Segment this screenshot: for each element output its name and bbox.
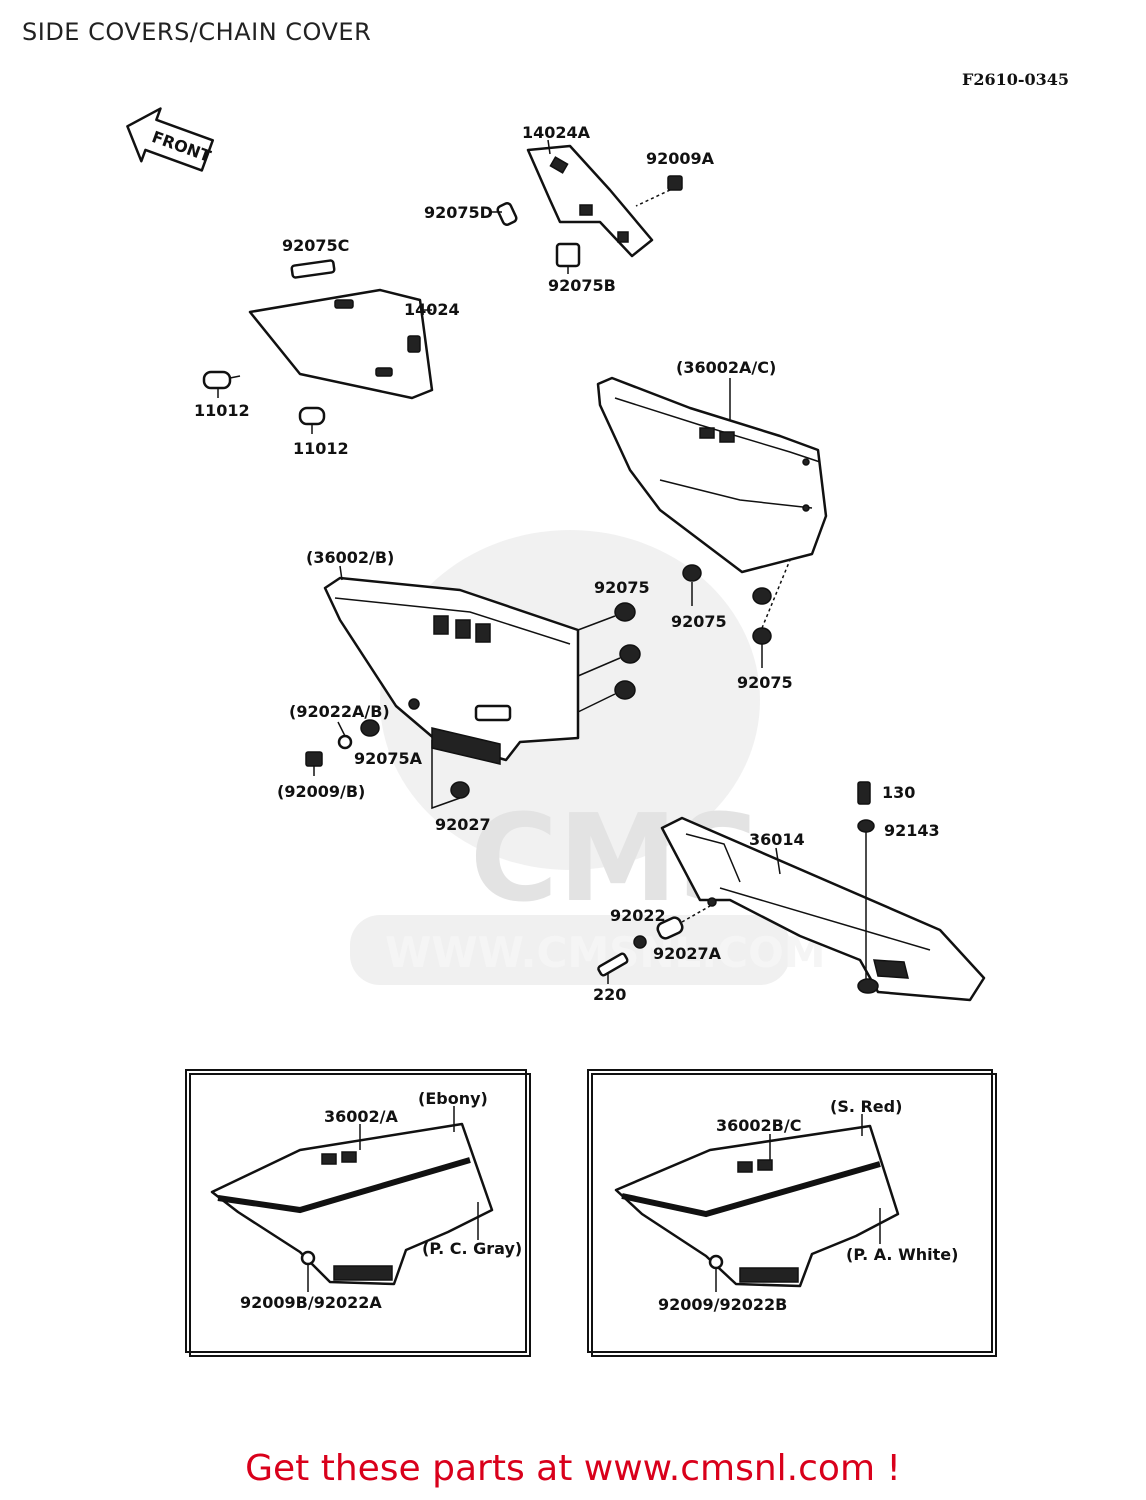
washer-92022AB — [337, 721, 353, 750]
chain-cover-36014 — [660, 816, 986, 1002]
clip-11012-a — [202, 370, 241, 398]
grommet-92075-r3 — [752, 559, 791, 668]
label-92027: 92027 — [435, 815, 491, 834]
footer-link-text[interactable]: Get these parts at www.cmsnl.com ! — [245, 1448, 901, 1489]
inset2-color-top: (S. Red) — [830, 1097, 902, 1116]
bolt-92009A — [635, 175, 683, 207]
label-92075-3: 92075 — [737, 673, 793, 692]
label-92075-1: 92075 — [594, 578, 650, 597]
inset1-color-bottom: (P. C. Gray) — [422, 1239, 522, 1258]
label-130: 130 — [882, 783, 915, 802]
grommet-92075D — [496, 202, 518, 226]
label-36014: 36014 — [749, 830, 805, 849]
bolt-92009B — [305, 751, 323, 776]
grommet-92075-l3 — [577, 680, 636, 713]
washer-92143 — [857, 819, 879, 994]
side-cover-36002B — [323, 576, 580, 765]
inset2-fasteners: 92009/92022B — [658, 1295, 787, 1314]
bolt-220 — [597, 952, 629, 984]
inset2-color-bottom: (P. A. White) — [846, 1245, 958, 1264]
bolt-130 — [857, 781, 871, 805]
label-92075B: 92075B — [548, 276, 616, 295]
collar-92027 — [431, 740, 470, 810]
bracket-14024A — [526, 144, 654, 258]
label-92075A: 92075A — [354, 749, 423, 768]
washer-92022 — [633, 935, 647, 949]
rubber-92075C — [290, 259, 336, 279]
label-92022AB: (92022A/B) — [289, 702, 390, 721]
grommet-92075A — [360, 719, 380, 737]
label-92143: 92143 — [884, 821, 940, 840]
label-92075D: 92075D — [424, 203, 493, 222]
parts-diagram: CMS WWW.CMSNL.COM FRONT — [126, 107, 997, 1357]
label-36002AC: (36002A/C) — [676, 358, 776, 377]
panel-14024 — [248, 288, 434, 400]
label-92075-2: 92075 — [671, 612, 727, 631]
grommet-92075-l1 — [577, 602, 636, 631]
inset-box-2: 36002B/C (S. Red) (P. A. White) 92009/92… — [587, 1069, 997, 1357]
label-36002B: (36002/B) — [306, 548, 394, 567]
label-92027A: 92027A — [653, 944, 722, 963]
inset1-color-top: (Ebony) — [418, 1089, 488, 1108]
label-92075C: 92075C — [282, 236, 349, 255]
inset2-part-label: 36002B/C — [716, 1116, 801, 1135]
inset1-fasteners: 92009B/92022A — [240, 1293, 382, 1312]
front-arrow-icon: FRONT — [126, 107, 215, 172]
page-title: SIDE COVERS/CHAIN COVER — [22, 18, 372, 46]
inset-box-1: 36002/A (Ebony) (P. C. Gray) 92009B/9202… — [185, 1069, 531, 1357]
label-11012-b: 11012 — [293, 439, 349, 458]
diagram-code: F2610-0345 — [962, 70, 1070, 89]
clip-11012-b — [298, 406, 326, 434]
label-14024: 14024 — [404, 300, 460, 319]
label-11012-a: 11012 — [194, 401, 250, 420]
label-92022: 92022 — [610, 906, 666, 925]
side-cover-36002AC — [596, 376, 828, 574]
grommet-92075-r1 — [682, 564, 702, 606]
grommet-92075-l2 — [577, 644, 641, 677]
label-92009A: 92009A — [646, 149, 715, 168]
label-14024A: 14024A — [522, 123, 591, 142]
inset1-part-label: 36002/A — [324, 1107, 399, 1126]
grommet-92075B — [555, 242, 581, 274]
collar-92027A — [656, 905, 711, 940]
label-220: 220 — [593, 985, 626, 1004]
grommet-92075-r2 — [752, 587, 772, 605]
label-92009B: (92009/B) — [277, 782, 365, 801]
